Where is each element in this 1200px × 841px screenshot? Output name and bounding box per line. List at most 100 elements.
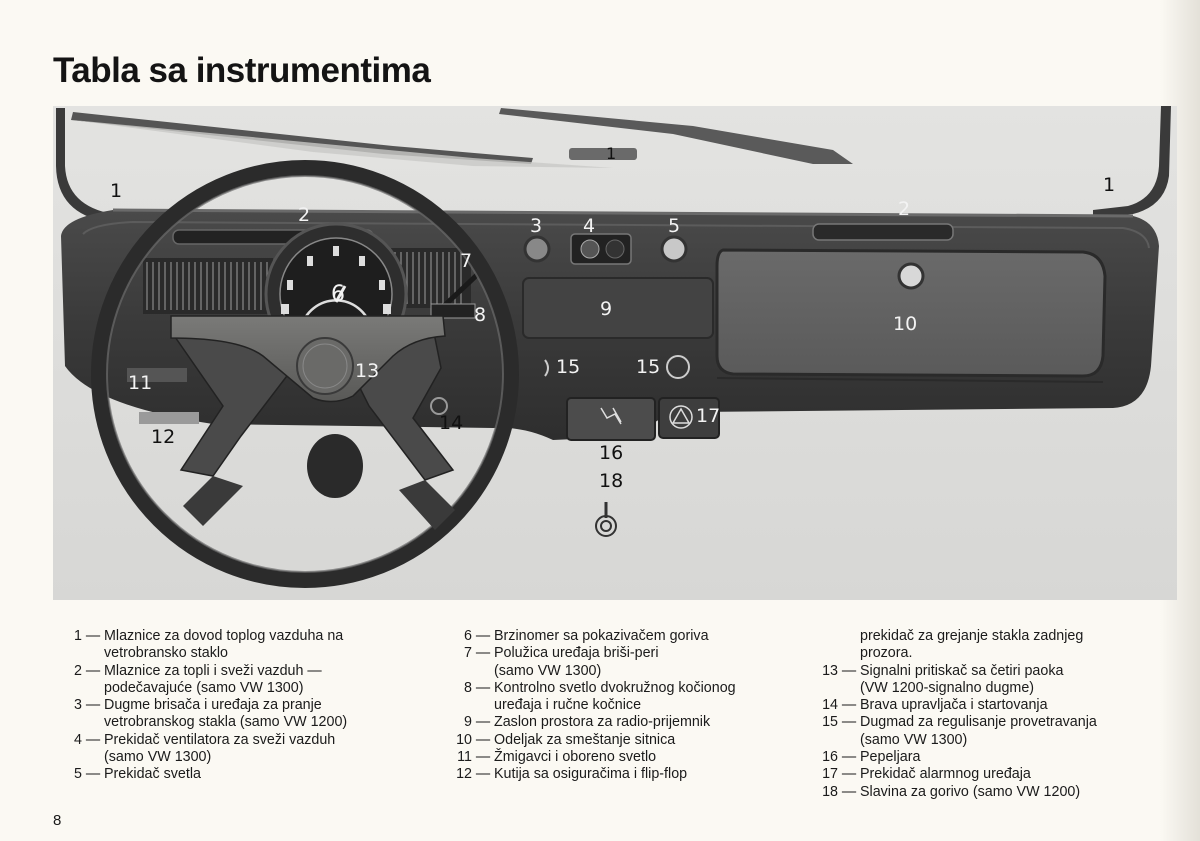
fan-switch bbox=[580, 239, 600, 259]
legend-item-13: 13—Signalni pritiskač sa četiri paoka (V… bbox=[812, 663, 1162, 698]
fuel-tap bbox=[595, 502, 617, 537]
legend-number: 18 bbox=[822, 783, 838, 800]
dashboard-illustration bbox=[53, 106, 1177, 600]
glove-box-lock bbox=[897, 262, 925, 290]
steering-wheel bbox=[91, 160, 519, 588]
legend-text: vetrobransko staklo bbox=[104, 645, 228, 662]
callout-1-right: 1 bbox=[1103, 174, 1116, 196]
callout-9: 9 bbox=[600, 298, 613, 320]
legend-text: Mlaznice za dovod toplog vazduha na bbox=[104, 628, 344, 644]
vent-knob-right bbox=[666, 355, 690, 379]
legend-text: Dugmad za regulisanje provetravanja bbox=[860, 714, 1097, 731]
windshield-pillar-right bbox=[1093, 106, 1171, 218]
glove-box bbox=[715, 248, 1107, 378]
brake-warning-light bbox=[430, 303, 476, 319]
legend-column-3: prekidač za grejanje stakla zadnjeg proz… bbox=[812, 628, 1162, 801]
legend-number: 9 bbox=[464, 714, 472, 731]
legend-item-1: 1—Mlaznice za dovod toplog vazduha na ve… bbox=[56, 628, 426, 663]
legend-column-2: 6—Brzinomer sa pokazivačem goriva 7—Polu… bbox=[446, 628, 811, 784]
callout-17: 17 bbox=[696, 405, 721, 427]
steering-column bbox=[307, 434, 363, 498]
legend-text: Dugme brisača i uređaja za pranje bbox=[104, 697, 322, 714]
legend-item-12-continuation: prozora. bbox=[860, 645, 913, 662]
legend-number: 8 bbox=[464, 679, 472, 696]
legend-text: (samo VW 1300) bbox=[860, 731, 968, 748]
legend-item-8: 8—Kontrolno svetlo dvokružnog kočionog u… bbox=[446, 680, 811, 715]
legend-number: 17 bbox=[822, 766, 838, 783]
callout-11: 11 bbox=[128, 372, 153, 394]
legend-number: 6 bbox=[464, 628, 472, 644]
legend-text: Odeljak za smeštanje sitnica bbox=[494, 731, 676, 748]
legend-text: Zaslon prostora za radio-prijemnik bbox=[494, 714, 711, 731]
callout-1-left: 1 bbox=[110, 180, 123, 202]
callout-6: 6 bbox=[331, 282, 345, 307]
hazard-switch bbox=[669, 405, 693, 429]
legend-column-1: 1—Mlaznice za dovod toplog vazduha na ve… bbox=[56, 628, 426, 784]
callout-1-center: 1 bbox=[606, 144, 617, 163]
legend-item-7: 7—Polužica uređaja briši-peri (samo VW 1… bbox=[446, 645, 811, 680]
callout-2-right: 2 bbox=[898, 198, 911, 220]
legend-text: Žmigavci i oboreno svetlo bbox=[494, 749, 657, 766]
legend-text: uređaja i ručne kočnice bbox=[494, 697, 642, 714]
legend-number: 14 bbox=[822, 697, 838, 714]
legend-item-14: 14—Brava upravljača i startovanja bbox=[812, 697, 1162, 714]
legend-item-6: 6—Brzinomer sa pokazivačem goriva bbox=[446, 628, 811, 645]
dashboard-photo: 1 1 1 2 2 3 4 5 6 7 8 9 10 11 12 13 14 1… bbox=[53, 106, 1177, 600]
legend-number: 4 bbox=[74, 731, 82, 748]
legend-number: 13 bbox=[822, 662, 838, 679]
legend-item-2: 2—Mlaznice za topli i sveži vazduh — pod… bbox=[56, 663, 426, 698]
legend-text: Prekidač ventilatora za sveži vazduh bbox=[104, 731, 336, 748]
ignition-lock bbox=[430, 397, 448, 415]
page-number: 8 bbox=[53, 812, 62, 829]
legend-text: Prekidač alarmnog uređaja bbox=[860, 766, 1031, 783]
callout-18: 18 bbox=[599, 470, 624, 492]
legend-item-15: 15—Dugmad za regulisanje provetravanja (… bbox=[812, 714, 1162, 749]
legend-text: Pepeljara bbox=[860, 749, 921, 766]
legend-item-11: 11—Žmigavci i oboreno svetlo bbox=[446, 749, 811, 766]
legend-number: 11 bbox=[457, 749, 472, 766]
legend-item-9: 9—Zaslon prostora za radio-prijemnik bbox=[446, 714, 811, 731]
legend-item-16: 16—Pepeljara bbox=[812, 749, 1162, 766]
legend-text: Slavina za gorivo (samo VW 1200) bbox=[860, 783, 1081, 800]
ashtray bbox=[566, 397, 656, 441]
callout-10: 10 bbox=[893, 313, 918, 335]
legend-text: Polužica uređaja briši-peri bbox=[494, 645, 659, 662]
legend-item-5: 5—Prekidač svetla bbox=[56, 766, 426, 783]
legend-text: Brava upravljača i startovanja bbox=[860, 697, 1048, 714]
vent-knob-left bbox=[544, 359, 549, 377]
legend-number: 1 bbox=[74, 628, 82, 644]
callout-13: 13 bbox=[355, 360, 380, 382]
legend-text: Kutija sa osiguračima i flip-flop bbox=[494, 766, 688, 783]
callout-8: 8 bbox=[474, 304, 487, 326]
defroster-nozzle bbox=[569, 148, 637, 160]
callout-16: 16 bbox=[599, 442, 624, 464]
legend-number: 5 bbox=[74, 766, 82, 783]
legend-text: (samo VW 1300) bbox=[494, 662, 602, 679]
legend-text: Mlaznice za topli i sveži vazduh — bbox=[104, 662, 322, 679]
legend-item-4: 4—Prekidač ventilatora za sveži vazduh (… bbox=[56, 732, 426, 767]
legend-number: 10 bbox=[456, 731, 472, 748]
callout-15-left: 15 bbox=[556, 356, 581, 378]
legend-item-10: 10—Odeljak za smeštanje sitnica bbox=[446, 732, 811, 749]
hazard-triangle-icon bbox=[671, 407, 691, 424]
legend-number: 16 bbox=[822, 749, 838, 766]
legend-number: 15 bbox=[822, 714, 838, 731]
legend-item-12-continuation: prekidač za grejanje stakla zadnjeg bbox=[860, 628, 1084, 644]
callout-14: 14 bbox=[439, 412, 464, 434]
legend-item-3: 3—Dugme brisača i uređaja za pranje vetr… bbox=[56, 697, 426, 732]
wiper-knob bbox=[523, 235, 551, 263]
callout-12: 12 bbox=[151, 426, 176, 448]
legend-number: 3 bbox=[74, 697, 82, 714]
legend-text: vetrobranskog stakla (samo VW 1200) bbox=[104, 714, 348, 731]
air-vent-right bbox=[812, 223, 954, 241]
legend-text: Brzinomer sa pokazivačem goriva bbox=[494, 628, 709, 644]
speaker-grille-left bbox=[143, 258, 273, 314]
callout-3: 3 bbox=[530, 215, 543, 237]
light-switch bbox=[660, 235, 688, 263]
wiper-right bbox=[499, 108, 853, 164]
callout-7: 7 bbox=[460, 250, 473, 272]
legend-number: 2 bbox=[74, 662, 82, 679]
wiper-left bbox=[71, 112, 533, 164]
callout-15-right: 15 bbox=[636, 356, 661, 378]
legend-text: (samo VW 1300) bbox=[104, 749, 212, 766]
